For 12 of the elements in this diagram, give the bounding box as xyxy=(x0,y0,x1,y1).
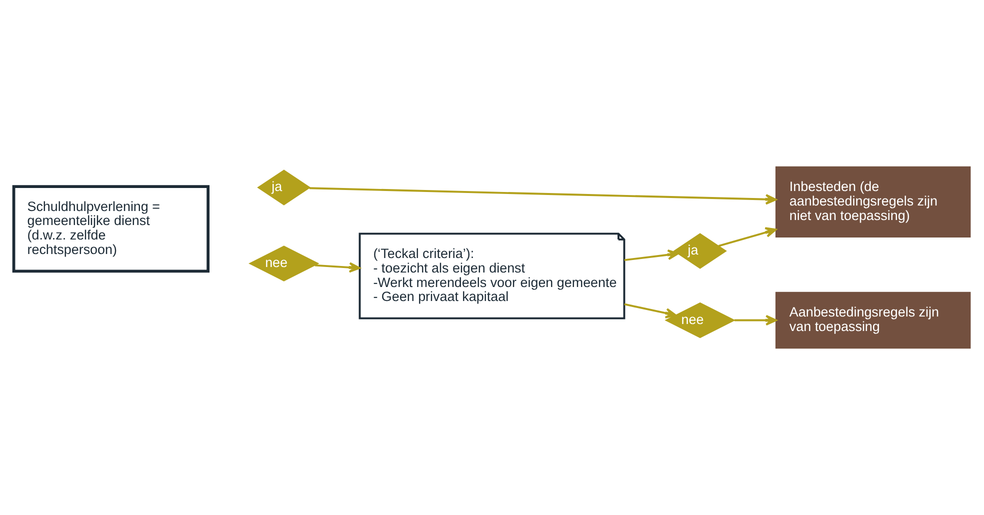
arrow xyxy=(624,303,677,318)
node-box: Aanbestedingsregels zijn van toepassing xyxy=(775,292,971,349)
arrow xyxy=(624,249,679,262)
arrow xyxy=(734,314,777,326)
node-diamond: ja xyxy=(673,233,727,269)
node-box: Inbesteden (de aanbestedingsregels zijn niet van toepassing) xyxy=(775,166,971,238)
arrow xyxy=(718,227,777,247)
node-diamond: nee xyxy=(248,246,320,282)
node-box: Schuldhulpverlening = gemeentelijke dienst (d.w.z. zelfde rechtspersoon) xyxy=(12,185,210,273)
arrow xyxy=(309,187,777,205)
arrow xyxy=(314,262,360,273)
node-diamond: ja xyxy=(257,170,311,206)
